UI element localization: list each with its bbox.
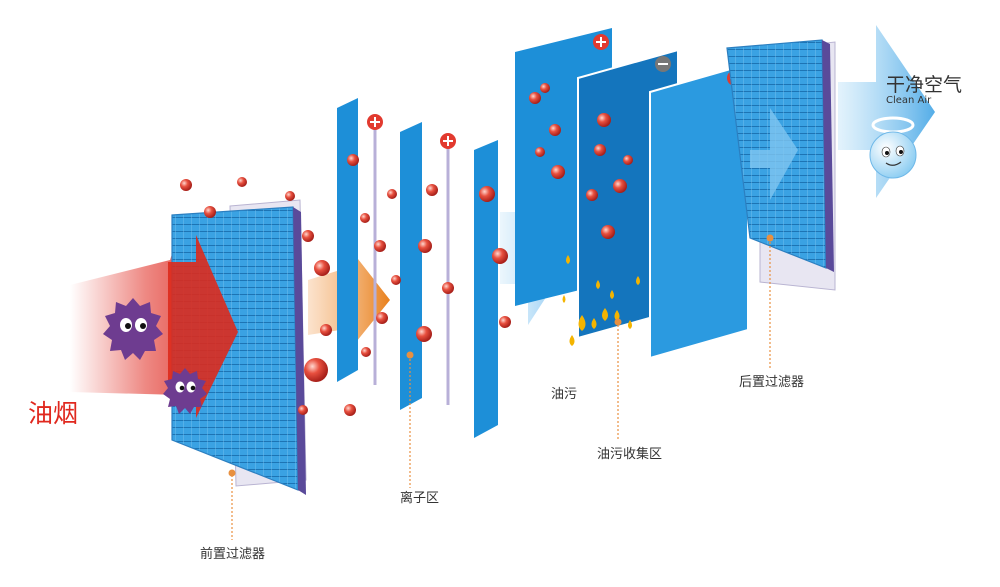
oil-collect-label: 油污收集区 bbox=[597, 447, 663, 462]
leader-lines bbox=[231, 238, 771, 540]
plus-charge-icon bbox=[440, 133, 456, 149]
leader-dots bbox=[228, 234, 774, 477]
clean-air-droplet-icon bbox=[869, 116, 917, 179]
soot-particle-icon bbox=[103, 298, 163, 360]
ion-particle-icon bbox=[180, 83, 633, 416]
minus-charge-icon bbox=[655, 56, 671, 72]
oil-drop-icon bbox=[562, 255, 640, 346]
ion-zone-label: 离子区 bbox=[400, 491, 440, 506]
pre-filter-label: 前置过滤器 bbox=[200, 547, 266, 562]
output-label: 干净空气 bbox=[886, 74, 963, 96]
output-label-en: Clean Air bbox=[886, 95, 932, 106]
post-filter-label: 后置过滤器 bbox=[739, 375, 805, 390]
plus-charge-icon bbox=[593, 34, 609, 50]
soot-particle-icon bbox=[163, 368, 207, 414]
oil-label: 油污 bbox=[551, 387, 578, 402]
plus-charge-icon bbox=[367, 114, 383, 130]
airflow-arrow bbox=[750, 108, 798, 200]
input-label: 油烟 bbox=[28, 399, 79, 428]
ion-zone-panel bbox=[337, 98, 498, 438]
airflow-arrow bbox=[838, 25, 935, 198]
oil-collector-panel bbox=[515, 28, 749, 360]
